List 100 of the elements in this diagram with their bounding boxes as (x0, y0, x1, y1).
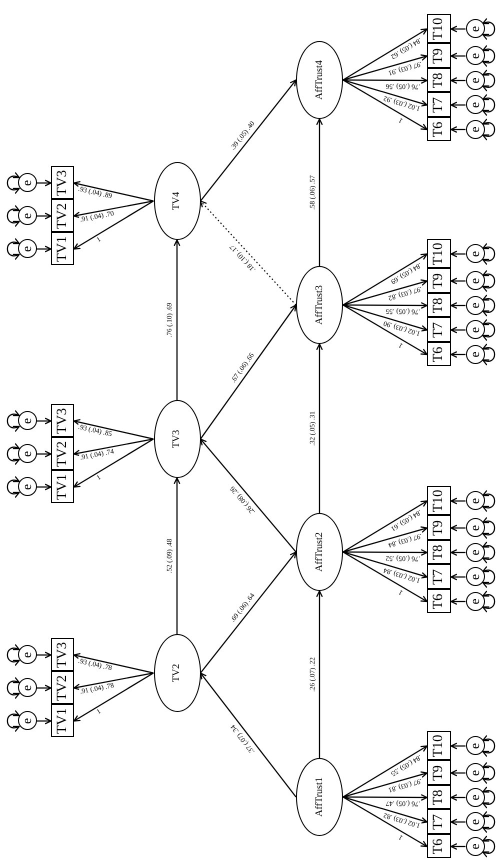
dotted-arrow (200, 200, 296, 306)
arrow (200, 672, 296, 798)
arrow (36, 418, 52, 424)
curved-double-arrow (482, 591, 496, 612)
arrow (36, 684, 52, 692)
indicator-box: TV3 (51, 404, 74, 438)
arrow (73, 672, 154, 690)
curved-double-arrow (482, 518, 496, 538)
arrow (36, 718, 52, 724)
arrow (450, 351, 466, 358)
curved-double-arrow (482, 836, 496, 857)
arrow (36, 246, 52, 252)
arrow (450, 278, 466, 284)
latent-variable-ellipse: AffTrust1 (296, 758, 343, 836)
curved-double-arrow (482, 762, 496, 784)
indicator-box: T7 (427, 564, 451, 590)
curved-double-arrow (6, 206, 20, 226)
indicator-box: TV3 (51, 166, 74, 200)
curved-double-arrow (482, 119, 496, 140)
arrow (73, 181, 154, 202)
latent-variable-ellipse: AffTrust3 (296, 266, 343, 344)
indicator-box: T9 (427, 268, 451, 294)
arrow (343, 794, 428, 801)
arrow (342, 551, 428, 579)
indicator-box: T7 (427, 810, 451, 834)
arrow (450, 26, 466, 32)
curved-double-arrow (482, 566, 496, 588)
indicator-box: T8 (427, 786, 451, 810)
arrow (73, 200, 154, 218)
curved-double-arrow (482, 18, 496, 40)
arrow (342, 304, 428, 356)
indicator-box: T8 (427, 540, 451, 564)
arrow (343, 77, 428, 84)
arrow (316, 118, 323, 266)
arrow (342, 279, 428, 306)
arrow (342, 304, 428, 332)
latent-variable-ellipse: TV4 (154, 162, 200, 240)
arrow (316, 343, 323, 513)
arrow (450, 126, 466, 133)
arrow (450, 794, 466, 801)
arrow (450, 52, 466, 60)
curved-double-arrow (482, 736, 496, 756)
arrow (342, 745, 428, 798)
latent-variable-ellipse: TV3 (154, 400, 200, 478)
error-term-circle: e (466, 272, 484, 290)
arrow (73, 672, 154, 722)
arrow (342, 28, 428, 81)
arrow (343, 549, 428, 556)
indicator-box: T10 (427, 486, 451, 516)
arrow (450, 843, 466, 850)
arrow (343, 302, 428, 309)
arrow (200, 79, 297, 202)
curved-double-arrow (6, 172, 20, 194)
error-term-circle: e (18, 678, 36, 698)
indicator-box: T8 (427, 68, 451, 92)
arrow (450, 498, 466, 504)
arrow (450, 326, 466, 334)
error-term-circle: e (466, 543, 484, 562)
latent-variable-ellipse: AffTrust4 (296, 41, 343, 119)
indicator-box: T8 (427, 294, 451, 318)
indicator-box: TV3 (51, 638, 74, 672)
error-term-circle: e (466, 96, 484, 114)
arrow (174, 477, 180, 634)
arrow (342, 771, 428, 798)
arrow (36, 180, 52, 186)
error-term-circle: e (466, 736, 484, 756)
arrow (316, 590, 323, 758)
arrow (73, 438, 154, 488)
curved-double-arrow (6, 678, 20, 698)
indicator-box: TV2 (51, 438, 74, 470)
curved-double-arrow (6, 238, 20, 260)
arrow (342, 526, 428, 553)
error-term-circle: e (466, 296, 484, 315)
indicator-box: T10 (427, 732, 451, 760)
latent-variable-ellipse: AffTrust2 (296, 513, 343, 591)
arrow (342, 796, 428, 848)
latent-variable-ellipse: TV2 (154, 634, 200, 712)
arrow (36, 484, 52, 490)
error-term-circle: e (466, 71, 484, 90)
indicator-box: T10 (427, 14, 451, 44)
error-term-circle: e (466, 20, 484, 38)
indicator-box: TV1 (51, 232, 74, 266)
error-term-circle: e (18, 444, 36, 464)
error-term-circle: e (466, 244, 484, 264)
arrow (450, 102, 466, 108)
indicator-box: TV2 (51, 200, 74, 232)
arrow (342, 79, 428, 130)
curved-double-arrow (482, 490, 496, 512)
error-term-circle: e (466, 320, 484, 340)
arrow (36, 450, 52, 458)
curved-double-arrow (482, 344, 496, 365)
indicator-box: TV1 (51, 470, 74, 504)
indicator-box: T10 (427, 240, 451, 268)
arrow (73, 653, 154, 674)
arrow (73, 200, 154, 250)
arrow (36, 212, 52, 220)
error-term-circle: e (466, 764, 484, 782)
arrow (342, 54, 428, 81)
indicator-box: T6 (427, 342, 451, 366)
arrow (450, 250, 466, 258)
